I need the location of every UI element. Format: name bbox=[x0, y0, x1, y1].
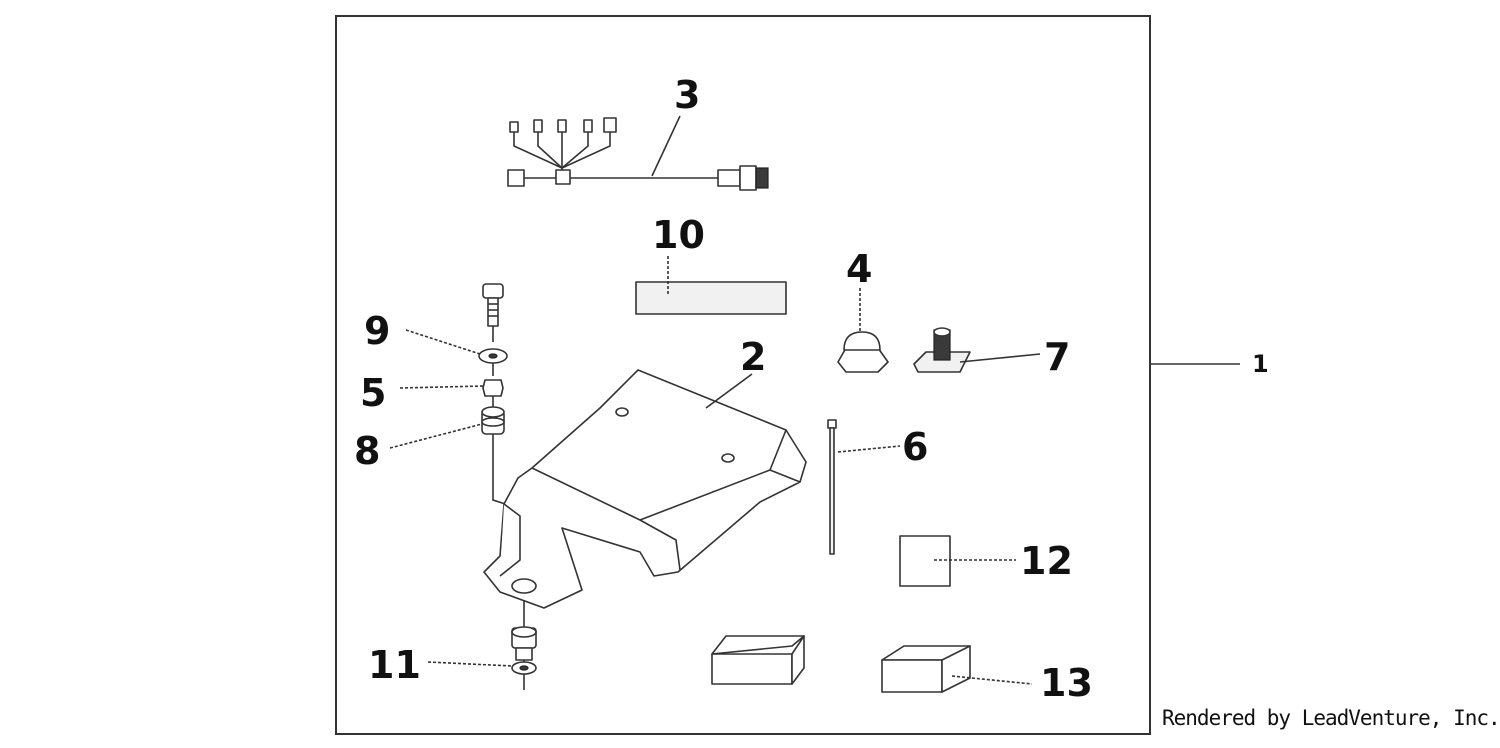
callout-12[interactable]: 12 bbox=[1020, 539, 1073, 583]
bottom-grommet-part[interactable] bbox=[511, 626, 537, 661]
washer-part[interactable] bbox=[478, 348, 508, 364]
nut-part[interactable] bbox=[482, 379, 504, 397]
kit-frame bbox=[335, 15, 1151, 735]
block-part[interactable] bbox=[881, 645, 971, 693]
callout-5[interactable]: 5 bbox=[360, 371, 386, 415]
pad-part[interactable] bbox=[899, 535, 951, 587]
callout-3[interactable]: 3 bbox=[674, 73, 700, 117]
callout-13[interactable]: 13 bbox=[1040, 661, 1093, 705]
callout-8[interactable]: 8 bbox=[354, 429, 380, 473]
grommet-part[interactable] bbox=[481, 406, 505, 435]
wire-harness-part[interactable] bbox=[507, 117, 769, 191]
callout-9[interactable]: 9 bbox=[364, 309, 390, 353]
label-strip-part[interactable] bbox=[635, 281, 787, 315]
callout-7[interactable]: 7 bbox=[1044, 335, 1070, 379]
foam-block-part[interactable] bbox=[711, 635, 805, 685]
callout-4[interactable]: 4 bbox=[846, 247, 872, 291]
callout-10[interactable]: 10 bbox=[652, 213, 705, 257]
cable-tie-part[interactable] bbox=[827, 419, 837, 555]
callout-6[interactable]: 6 bbox=[902, 425, 928, 469]
cap-part[interactable] bbox=[837, 331, 889, 373]
callout-2[interactable]: 2 bbox=[740, 335, 766, 379]
bottom-washer-part[interactable] bbox=[511, 661, 537, 675]
render-credit: Rendered by LeadVenture, Inc. bbox=[1162, 706, 1500, 730]
callout-11[interactable]: 11 bbox=[368, 643, 421, 687]
bolt-part[interactable] bbox=[482, 283, 504, 327]
kit-label[interactable]: 1 bbox=[1252, 350, 1269, 378]
bracket-cover-part[interactable] bbox=[483, 369, 807, 609]
stud-plate-part[interactable] bbox=[913, 327, 971, 373]
